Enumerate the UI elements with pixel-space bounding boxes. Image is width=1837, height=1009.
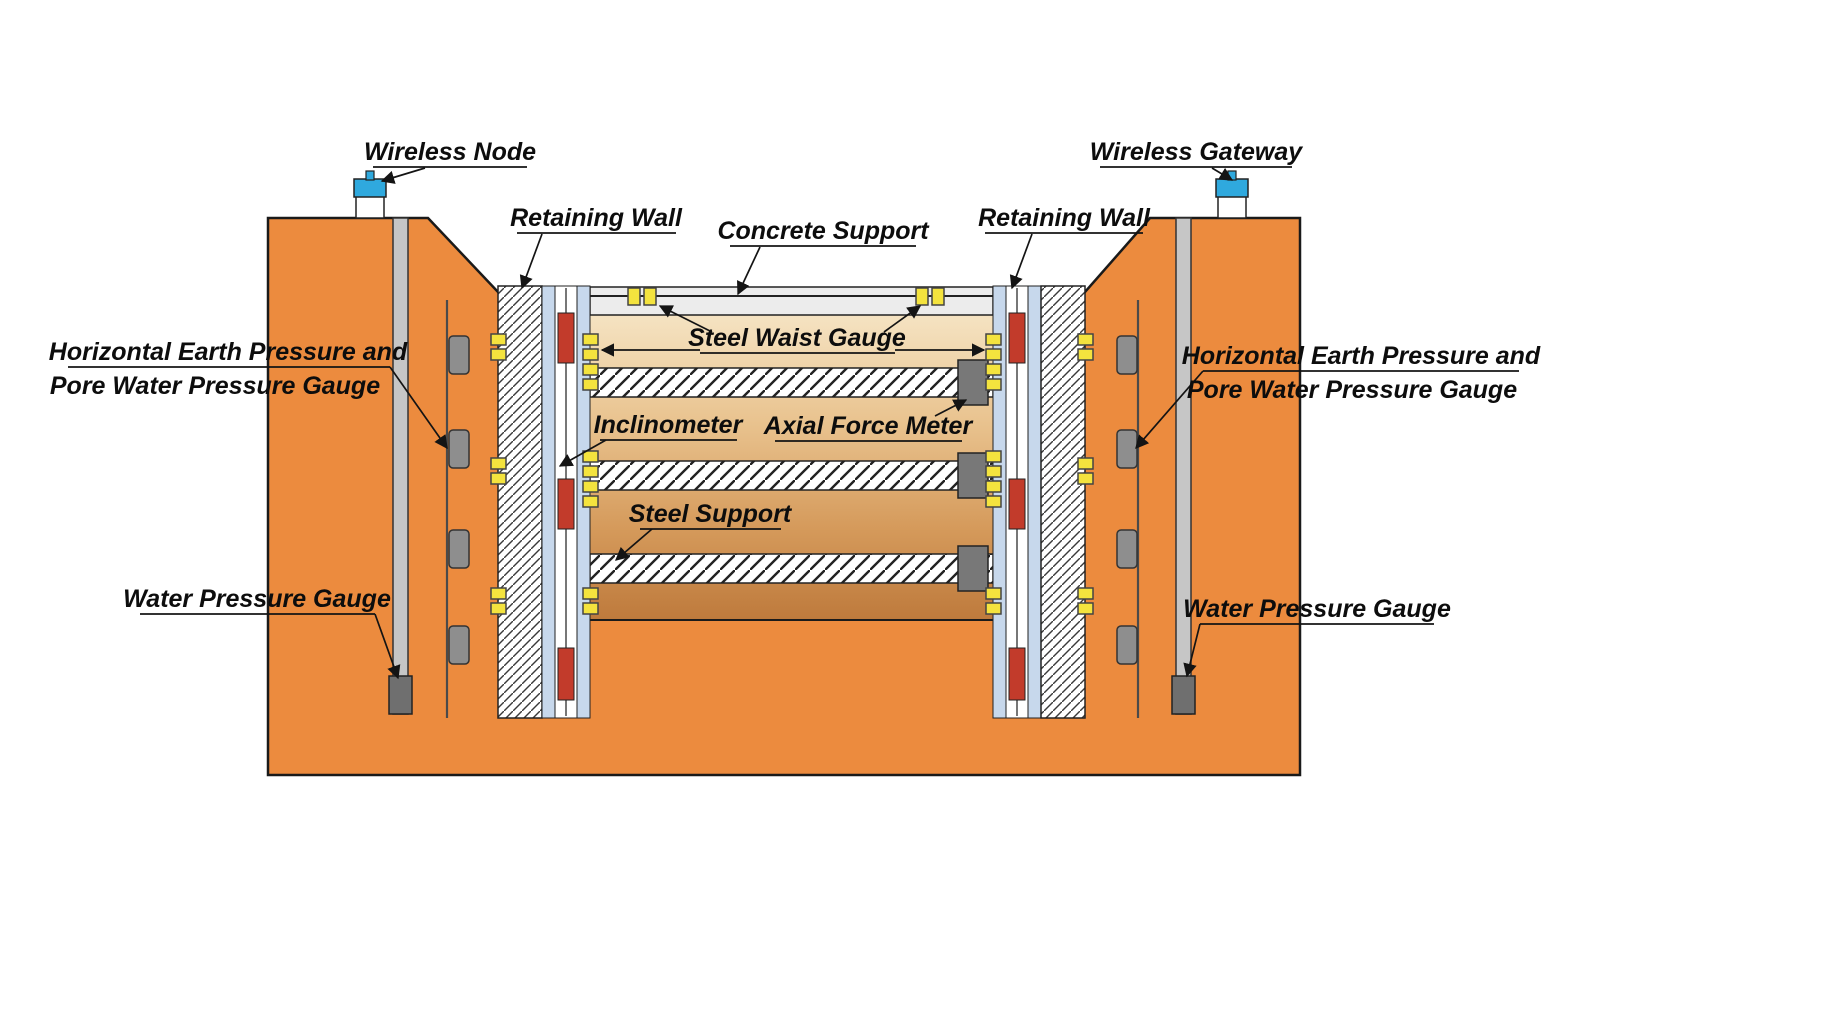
borehole-pipe-right xyxy=(1175,217,1192,715)
leader-retaining-wall-right xyxy=(1009,233,1033,290)
wall-strip-blue xyxy=(1027,285,1042,719)
inclinometer-sensor xyxy=(1008,647,1026,701)
steel-support-2 xyxy=(589,460,994,491)
label-earth-pressure-left-line2: Pore Water Pressure Gauge xyxy=(50,372,380,400)
leader-water-pressure-right xyxy=(1183,623,1201,678)
leader-wireless-gateway xyxy=(1211,167,1234,181)
leader-steel-support xyxy=(614,528,653,561)
node-pedestal xyxy=(355,195,385,219)
right-instruments xyxy=(1116,170,1249,718)
inclinometer-sensor xyxy=(557,478,575,530)
steel-support-1 xyxy=(589,367,994,398)
inclinometer-sensor xyxy=(1008,312,1026,364)
leader-steel-waist-gauge-left xyxy=(658,305,713,333)
label-retaining-wall-left: Retaining Wall xyxy=(510,204,683,232)
label-earth-pressure-right-line1: Horizontal Earth Pressure and xyxy=(1182,342,1541,370)
label-earth-pressure-right-line2: Pore Water Pressure Gauge xyxy=(1187,376,1517,404)
wireless-node-device xyxy=(353,178,387,198)
borehole-pipe-left xyxy=(392,217,409,715)
leader-wireless-node xyxy=(380,167,426,184)
excavation-interior xyxy=(589,286,994,621)
leader-retaining-wall-left xyxy=(519,233,543,290)
earth-pressure-gauge xyxy=(448,429,470,469)
label-concrete-support: Concrete Support xyxy=(717,217,930,245)
earth-pressure-gauge xyxy=(448,529,470,569)
label-retaining-wall-right: Retaining Wall xyxy=(978,204,1151,232)
inclinometer-sensor xyxy=(557,647,575,701)
steel-support-3 xyxy=(589,553,994,584)
leader-earth-pressure-left xyxy=(389,366,448,450)
water-pressure-gauge-right-device xyxy=(1171,675,1196,715)
label-steel-waist-gauge: Steel Waist Gauge xyxy=(688,324,906,352)
label-wireless-gateway: Wireless Gateway xyxy=(1090,138,1303,166)
left-retaining-wall xyxy=(490,285,599,719)
inclinometer-sensor xyxy=(557,312,575,364)
gateway-pedestal xyxy=(1217,195,1247,219)
label-water-pressure-right: Water Pressure Gauge xyxy=(1183,595,1451,623)
label-steel-support: Steel Support xyxy=(629,500,793,528)
label-axial-force-meter: Axial Force Meter xyxy=(763,412,974,440)
earth-pressure-gauge xyxy=(448,625,470,665)
earth-pressure-gauge xyxy=(1116,529,1138,569)
leader-lines xyxy=(374,167,1234,680)
right-retaining-wall xyxy=(985,285,1094,719)
wireless-node-antenna xyxy=(365,170,375,181)
axial-force-meter-2 xyxy=(957,452,989,499)
earth-pressure-gauge xyxy=(1116,335,1138,375)
labels: Wireless Node Wireless Gateway Retaining… xyxy=(49,138,1541,625)
left-instruments xyxy=(353,170,470,718)
leader-axial-force-meter xyxy=(934,399,968,417)
earth-pressure-gauge xyxy=(1116,429,1138,469)
leader-inclinometer xyxy=(558,439,607,467)
axial-force-meter-3 xyxy=(957,545,989,592)
earth-pressure-gauge xyxy=(1116,625,1138,665)
leader-concrete-support xyxy=(737,246,761,296)
axial-force-meter-1 xyxy=(957,359,989,406)
label-inclinometer: Inclinometer xyxy=(594,411,744,439)
label-water-pressure-left: Water Pressure Gauge xyxy=(123,585,391,613)
wall-strip-blue xyxy=(541,285,556,719)
label-earth-pressure-left-line1: Horizontal Earth Pressure and xyxy=(49,338,408,366)
earth-pressure-gauge xyxy=(448,335,470,375)
leader-earth-pressure-right xyxy=(1135,370,1204,450)
leader-water-pressure-left xyxy=(374,613,401,680)
water-pressure-gauge-left-device xyxy=(388,675,413,715)
wireless-gateway-device xyxy=(1215,178,1249,198)
leader-steel-waist-gauge-right xyxy=(883,305,922,333)
inclinometer-sensor xyxy=(1008,478,1026,530)
label-wireless-node: Wireless Node xyxy=(364,138,536,166)
